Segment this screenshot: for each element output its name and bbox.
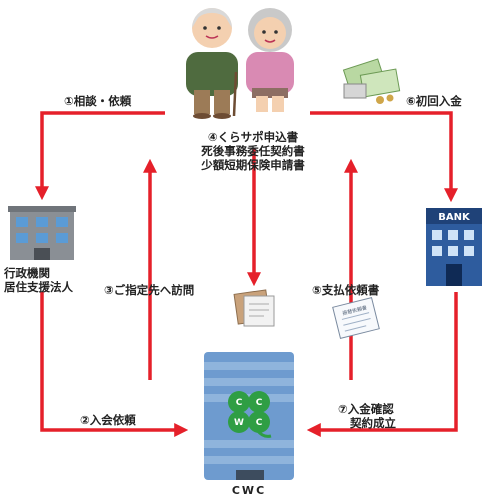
bank-building-icon: BANK: [426, 208, 482, 286]
svg-text:C: C: [236, 398, 243, 408]
label-company: CWC: [231, 484, 267, 497]
label-admin-org: 行政機関 居住支援法人: [4, 266, 73, 294]
money-passbook-illustration: [342, 58, 401, 104]
grandfather-figure: [186, 8, 238, 119]
cwc-building-icon: C C W C: [204, 352, 294, 480]
arrow-join-request: [40, 292, 189, 437]
arrow-first-deposit: [310, 111, 458, 203]
payment-form-icon: 振替依頼書: [332, 297, 380, 339]
label-confirmation: ⑦入金確認 契約成立: [338, 402, 396, 430]
flow-arrows: [35, 111, 458, 437]
label-consult: ①相談・依頼: [64, 94, 132, 108]
elderly-couple-illustration: [186, 8, 294, 119]
label-first-deposit: ⑥初回入金: [406, 94, 462, 108]
label-payment-request: ⑤支払依頼書: [312, 283, 380, 297]
bank-sign-text: BANK: [438, 212, 471, 223]
documents-stack-icon: [233, 289, 275, 327]
svg-text:C: C: [256, 418, 263, 428]
label-visit: ③ご指定先へ訪問: [104, 283, 195, 297]
clover-logo: C C W C: [228, 391, 272, 438]
svg-text:C: C: [256, 398, 263, 408]
label-join-request: ②入会依頼: [80, 413, 136, 427]
government-building-icon: [8, 206, 76, 260]
arrow-confirmation: [306, 292, 458, 437]
arrow-consult: [35, 111, 165, 201]
grandmother-figure: [246, 8, 294, 112]
svg-text:W: W: [234, 418, 244, 428]
label-documents: ④くらサポ申込書 死後事務委任契約書 少額短期保険申請書: [201, 130, 305, 172]
